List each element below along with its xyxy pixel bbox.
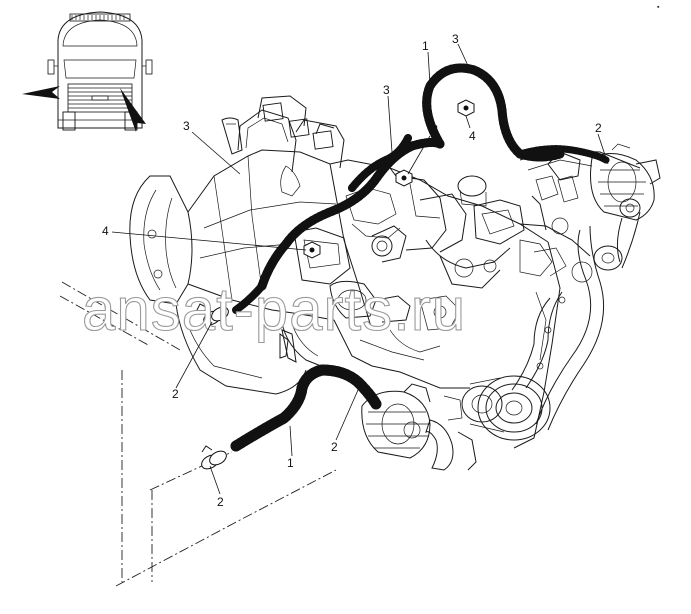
callout-2-clamp: 2 [172,387,179,401]
nut-4-left [303,241,321,259]
callout-1-bottom: 1 [287,456,294,470]
nut-4-a [395,169,413,187]
vehicle-locator-thumbnail [22,11,153,132]
wiring-harness [195,63,610,470]
corner-mark: ▪ [657,4,660,11]
leader-lines [111,43,609,495]
callout-4-left: 4 [102,224,109,238]
engine-block [129,95,661,471]
callout-4-b: 4 [469,129,476,143]
nut-4-b [457,99,475,117]
callout-3-mid: 3 [383,83,390,97]
callout-2-mid: 2 [331,440,338,454]
callout-3-top: 3 [452,32,459,46]
callout-2-bottom: 2 [217,495,224,509]
watermark: ansat-parts.ru [82,276,466,343]
callout-3-left: 3 [183,119,190,133]
callouts: 1 3 3 3 4 4 4 2 2 2 1 2 [102,32,602,509]
callout-4-a: 4 [432,123,439,137]
callout-2-right: 2 [595,121,602,135]
callout-1-top: 1 [422,39,429,53]
